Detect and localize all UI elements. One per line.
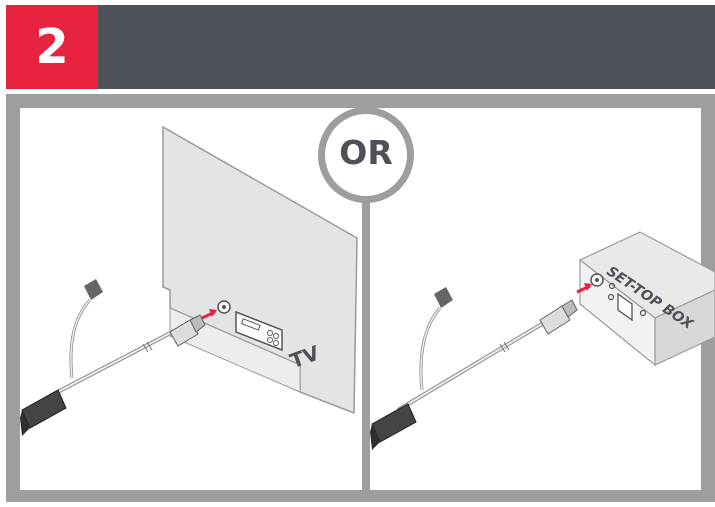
stb-cable-assembly [370,287,578,450]
stb-antenna-port [590,273,604,287]
stb-arrow-head [584,283,592,291]
tv-cable-assembly [20,279,206,436]
step-number-badge: 2 [6,5,98,89]
tv-back [162,125,358,415]
stb-ports [607,282,647,322]
tv-connector-panel [235,310,283,352]
tv-antenna-port [217,300,231,314]
tv-arrow-head [209,309,217,317]
or-badge [318,107,414,203]
header-bar [6,5,715,89]
or-label: OR [339,133,393,172]
